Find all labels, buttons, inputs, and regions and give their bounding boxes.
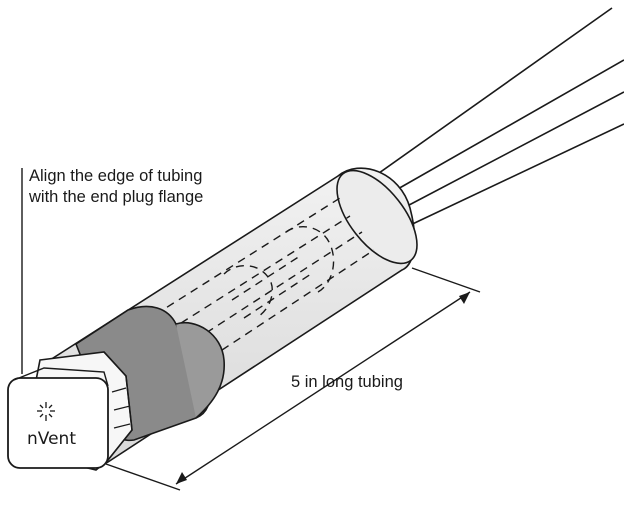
alignment-callout: Align the edge of tubing with the end pl… <box>29 166 259 208</box>
tubing-length-label: 5 in long tubing <box>291 373 403 391</box>
callout-line-2: with the end plug flange <box>29 188 204 206</box>
nvent-logo-text: nVent <box>27 429 76 449</box>
callout-line-1: Align the edge of tubing <box>29 167 203 185</box>
heating-cable <box>371 7 624 229</box>
dimension-line <box>105 267 481 491</box>
sunburst-icon <box>37 402 55 421</box>
end-plug <box>7 351 133 471</box>
nvent-logo: nVent <box>27 402 76 449</box>
